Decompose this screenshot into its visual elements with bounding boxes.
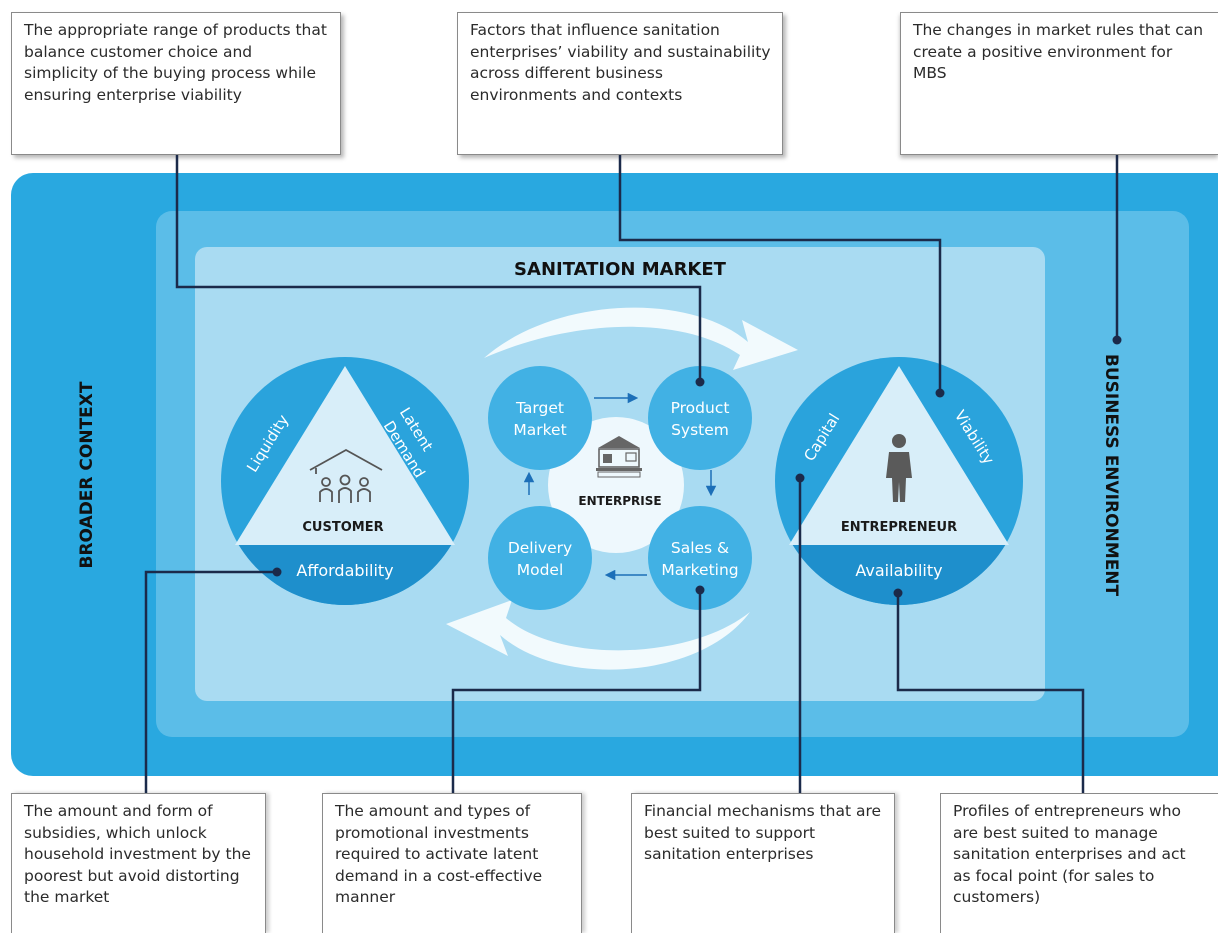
callout-promotional-investments: The amount and types of promotional inve…	[322, 793, 582, 933]
enterprise-cycle: ENTERPRISE Target Market Product System …	[488, 366, 752, 610]
customer-title: CUSTOMER	[302, 520, 383, 535]
svg-text:Market: Market	[513, 421, 566, 439]
entrepreneur-circle: ENTREPRENEUR Capital Viability Availabil…	[775, 357, 1023, 605]
sanitation-market-title: SANITATION MARKET	[514, 259, 727, 280]
customer-affordability: Affordability	[296, 561, 393, 580]
broader-context-label: BROADER CONTEXT	[77, 381, 97, 568]
callout-subsidies: The amount and form of subsidies, which …	[11, 793, 266, 933]
node-target-market: Target Market	[488, 366, 592, 470]
person-standing-icon	[886, 434, 912, 502]
entrepreneur-capital: Capital	[800, 410, 843, 464]
business-environment-panel	[156, 211, 1189, 737]
customer-latent-demand-line2: Demand	[380, 418, 429, 481]
entrepreneur-viability: Viability	[951, 407, 998, 468]
svg-text:Model: Model	[517, 561, 564, 579]
connector-promotional	[451, 590, 702, 793]
shop-building-icon	[596, 436, 642, 478]
customer-circle: CUSTOMER Liquidity Latent Demand Afforda…	[221, 357, 469, 605]
enterprise-title: ENTERPRISE	[578, 494, 661, 508]
callout-enterprise-viability: Factors that influence sanitation enterp…	[457, 12, 783, 155]
node-delivery-model: Delivery Model	[488, 506, 592, 610]
broader-context-panel	[11, 173, 1218, 776]
callout-entrepreneur-profiles: Profiles of entrepreneurs who are best s…	[940, 793, 1218, 933]
connector-product-range	[175, 155, 702, 382]
connector-lines	[144, 155, 1119, 793]
sanitation-market-panel	[195, 247, 1045, 701]
entrepreneur-title: ENTREPRENEUR	[841, 520, 957, 535]
customer-latent-demand-line1: Latent	[396, 404, 437, 454]
callout-product-range: The appropriate range of products that b…	[11, 12, 341, 155]
svg-text:Target: Target	[515, 399, 564, 417]
connector-subsidies	[144, 570, 277, 793]
connector-entrepreneur-profiles	[896, 593, 1085, 793]
household-family-icon	[309, 448, 383, 503]
svg-text:Delivery: Delivery	[508, 539, 572, 557]
node-product-system: Product System	[648, 366, 752, 470]
node-sales-marketing: Sales & Marketing	[648, 506, 752, 610]
callout-financial-mechanisms: Financial mechanisms that are best suite…	[631, 793, 895, 933]
callout-market-rules: The changes in market rules that can cre…	[900, 12, 1218, 155]
enterprise-center	[548, 417, 684, 553]
connector-dots	[272, 335, 1122, 598]
svg-text:Marketing: Marketing	[661, 561, 738, 579]
customer-liquidity: Liquidity	[243, 411, 292, 475]
svg-text:Product: Product	[671, 399, 730, 417]
flow-arrow-top	[484, 307, 798, 370]
flow-arrow-bottom	[446, 600, 750, 670]
entrepreneur-availability: Availability	[855, 561, 942, 580]
business-environment-label: BUSINESS ENVIRONMENT	[1101, 354, 1121, 597]
svg-text:Sales &: Sales &	[671, 539, 729, 557]
connector-enterprise-viability	[618, 155, 942, 393]
svg-text:System: System	[671, 421, 729, 439]
